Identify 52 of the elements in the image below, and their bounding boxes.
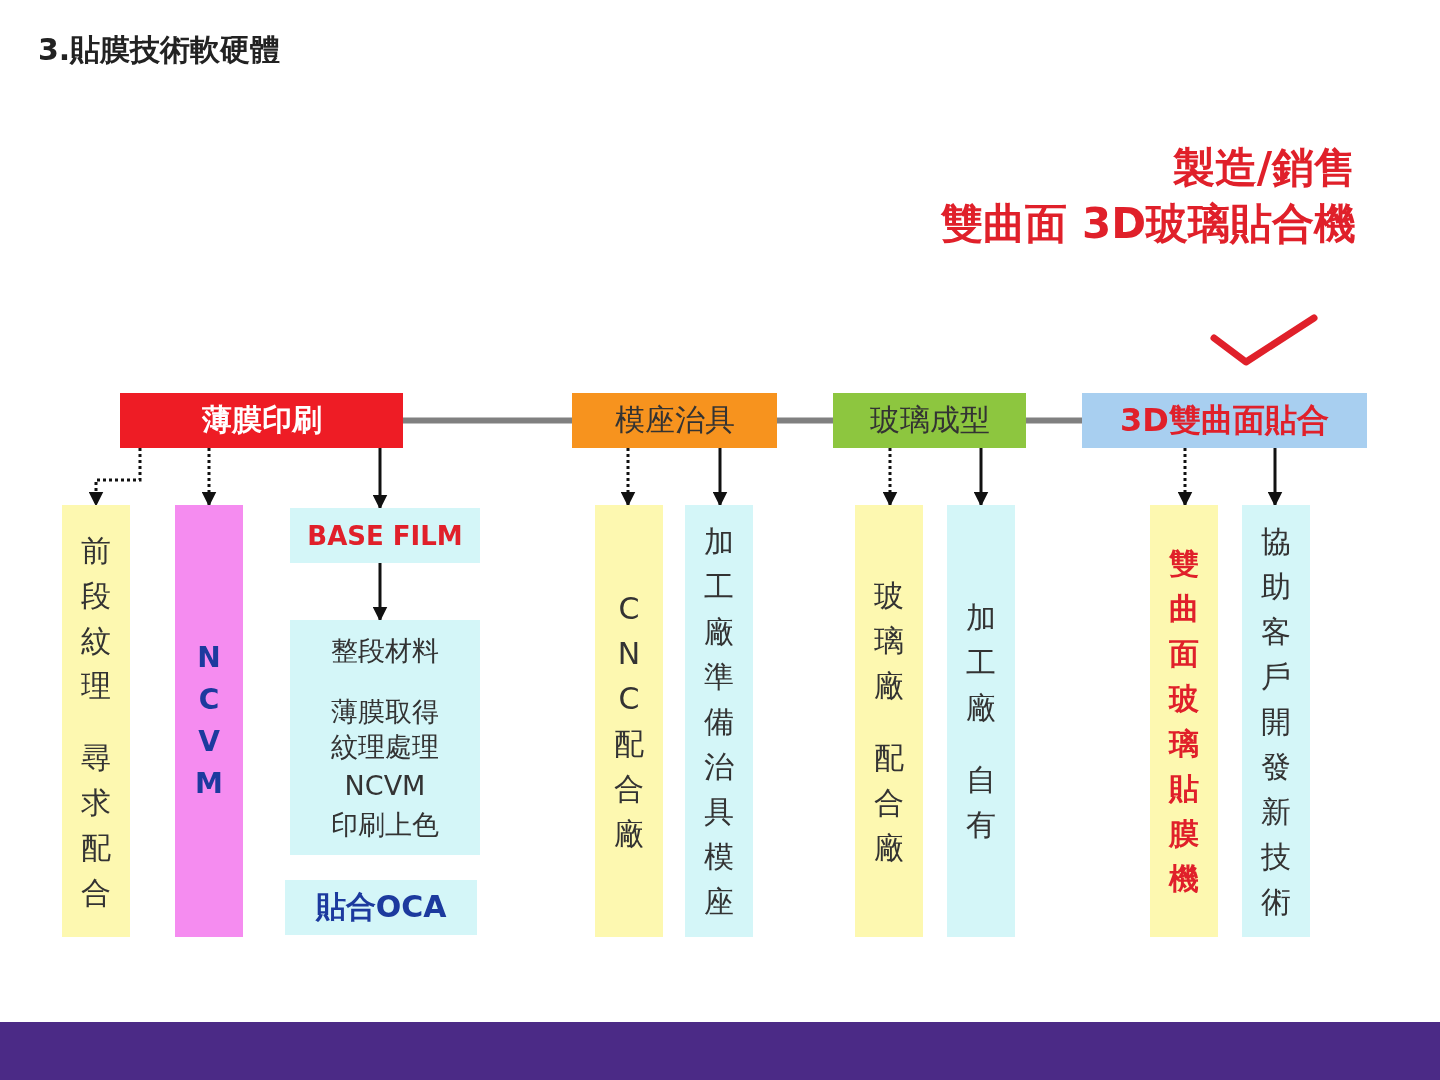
text-column-box: [175, 505, 243, 937]
box-text: 薄膜取得紋理處理: [330, 694, 440, 764]
headline-text: 製造/銷售: [1172, 142, 1356, 194]
page-title: 3.貼膜技術軟硬體: [38, 31, 281, 69]
headline-text: 雙曲面 3D玻璃貼合機: [941, 198, 1356, 250]
vertical-text: 配合廠: [874, 738, 904, 867]
vertical-text: 自有: [966, 761, 996, 844]
vertical-text: 加工廠: [966, 599, 996, 727]
process-box: [290, 508, 480, 563]
connector-line: [1026, 417, 1082, 424]
arrow: [620, 448, 636, 507]
vertical-text: CNC配合廠: [614, 590, 644, 853]
arrow: [88, 448, 142, 507]
text-column-box: [685, 505, 753, 937]
vertical-text: NCVM: [195, 640, 223, 802]
box-label: 玻璃成型: [869, 401, 990, 439]
arrow: [1267, 448, 1283, 507]
process-box: [572, 393, 777, 448]
arrow: [712, 448, 728, 507]
arrow: [201, 448, 217, 507]
connector-line: [403, 417, 572, 424]
connector-line: [777, 417, 833, 424]
vertical-text: 玻璃廠: [874, 576, 904, 705]
box-label: 3D雙曲面貼合: [1120, 399, 1329, 441]
box-label: 薄膜印刷: [201, 401, 322, 439]
arrow: [1177, 448, 1193, 507]
vertical-text: 前段紋理: [81, 531, 111, 705]
box-text: 整段材料: [331, 633, 439, 668]
vertical-text: 協助客戶開發新技術: [1261, 522, 1291, 921]
vertical-text: 加工廠準備治具模座: [704, 522, 734, 921]
process-box: [120, 393, 403, 448]
box-label: 貼合OCA: [315, 888, 447, 926]
arrow: [372, 448, 388, 510]
text-column-box: [1150, 505, 1218, 937]
process-box: [1082, 393, 1367, 448]
text-column-box: [855, 505, 923, 937]
box-text: NCVM: [344, 769, 426, 804]
text-column-box: [290, 620, 480, 855]
text-column-box: [62, 505, 130, 937]
box-label: 模座治具: [614, 401, 735, 439]
text-column-box: [947, 505, 1015, 937]
process-box: [833, 393, 1026, 448]
box-label: BASE FILM: [307, 520, 463, 551]
process-box: [285, 880, 477, 935]
arrow: [372, 563, 388, 622]
text-column-box: [595, 505, 663, 937]
vertical-text: 尋求配合: [81, 738, 111, 912]
vertical-text: 雙曲面玻璃貼膜機: [1169, 545, 1199, 898]
text-column-box: [1242, 505, 1310, 937]
arrow: [882, 448, 898, 507]
arrow: [973, 448, 989, 507]
box-text: 印刷上色: [331, 808, 439, 843]
